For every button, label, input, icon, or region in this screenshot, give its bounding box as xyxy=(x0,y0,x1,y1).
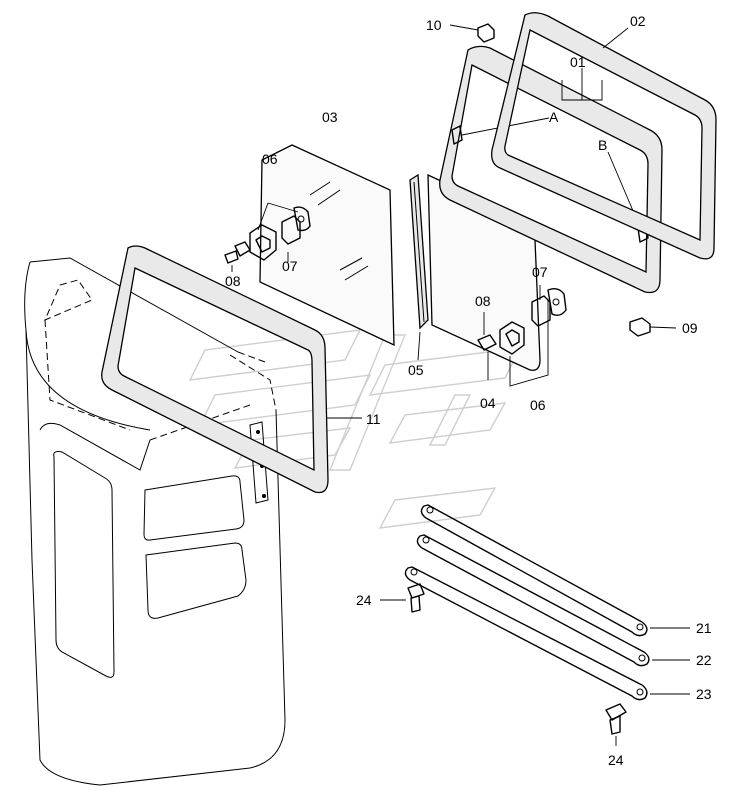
watermark-logo xyxy=(188,329,522,529)
callout-label: 07 xyxy=(282,258,298,274)
callout-label: 24 xyxy=(608,752,624,768)
part-01-sash-frame xyxy=(439,45,663,294)
callout-label: B xyxy=(598,137,607,153)
part-10-stopper xyxy=(449,23,495,43)
part-21-stay xyxy=(420,504,690,637)
callout-label: 06 xyxy=(262,151,278,167)
cab-body xyxy=(24,257,286,786)
callout-label: 21 xyxy=(696,620,712,636)
part-24-bolt-lower xyxy=(605,703,627,746)
callout-label: 01 xyxy=(570,54,586,70)
callout-label: 11 xyxy=(366,411,381,427)
callout-label: 02 xyxy=(630,13,646,29)
callout-label: 06 xyxy=(530,397,546,413)
right-latch-assembly xyxy=(477,285,567,387)
callout-label: 09 xyxy=(682,320,698,336)
callout-label: 23 xyxy=(696,686,712,702)
callout-label: 08 xyxy=(225,273,241,289)
part-24-bolt-upper xyxy=(380,583,425,613)
part-09-stopper xyxy=(629,317,677,337)
callout-label: 24 xyxy=(356,592,372,608)
part-03-glass-panel xyxy=(259,144,395,347)
callout-label: 03 xyxy=(322,109,338,125)
callout-label: 10 xyxy=(426,17,442,33)
left-latch-assembly xyxy=(224,202,311,272)
callout-label: 08 xyxy=(475,293,491,309)
callout-label: A xyxy=(549,109,559,125)
callout-label: 07 xyxy=(532,264,548,280)
part-11-window-seal xyxy=(101,245,329,494)
callout-label: 22 xyxy=(696,652,712,668)
part-22-stay xyxy=(416,534,690,667)
part-05-glazing-strip xyxy=(409,173,429,361)
part-02-outer-frame xyxy=(491,12,717,260)
callout-label: 05 xyxy=(408,362,424,378)
callout-label: 04 xyxy=(480,395,496,411)
part-23-stay xyxy=(404,566,690,701)
